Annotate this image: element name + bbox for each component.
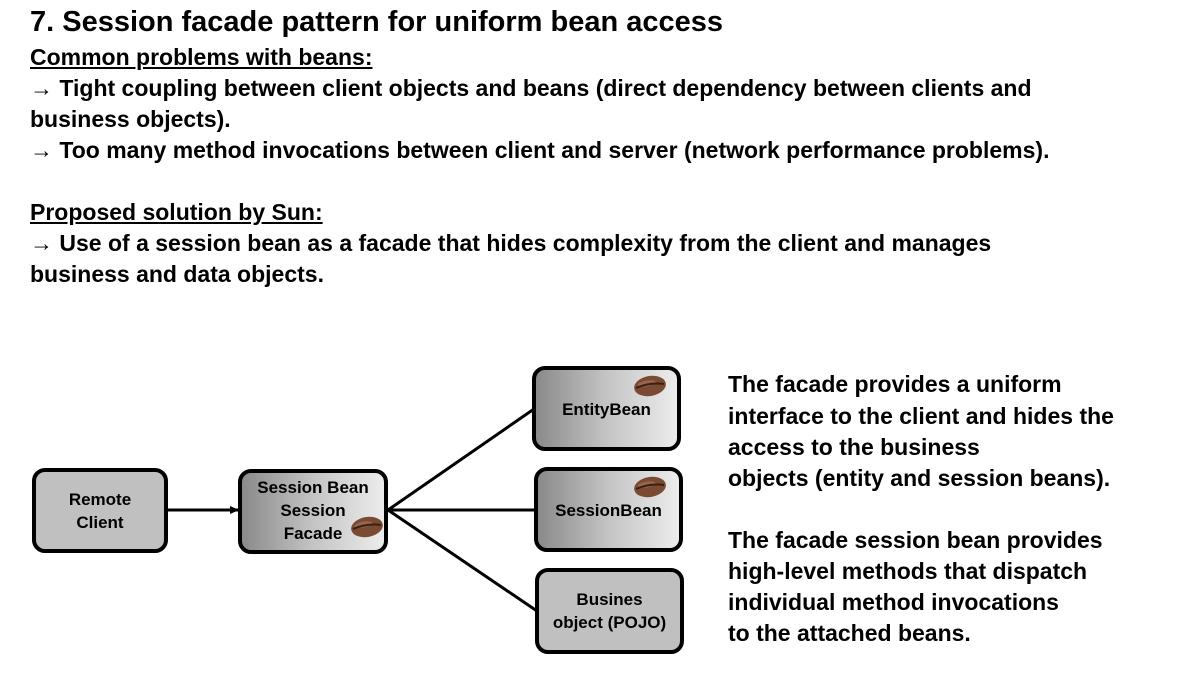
problems-heading: Common problems with beans: bbox=[30, 44, 373, 70]
page-title: 7. Session facade pattern for uniform be… bbox=[30, 6, 724, 38]
problem-line-2: business objects). bbox=[30, 106, 231, 132]
remote-client-label-line-2: Client bbox=[76, 512, 124, 532]
coffee-bean-icon bbox=[634, 476, 666, 498]
description-para2-line-4: to the attached beans. bbox=[728, 620, 971, 646]
description-para1-line-1: The facade provides a uniform bbox=[728, 371, 1062, 397]
facade-label-line-1: Session Bean bbox=[257, 478, 369, 497]
remote-client-box: Remote Client bbox=[32, 468, 168, 553]
description-para2-line-3: individual method invocations bbox=[728, 589, 1059, 615]
session-facade-box: Session Bean Session Facade bbox=[238, 469, 388, 554]
facade-label-line-3: Facade bbox=[283, 524, 343, 543]
description-para1-line-4: objects (entity and session beans). bbox=[728, 465, 1111, 491]
entity-bean-label: EntityBean bbox=[562, 400, 651, 419]
problem-line-3: → Too many method invocations between cl… bbox=[30, 137, 1050, 163]
connector-facade-to-entitybean bbox=[387, 407, 535, 512]
remote-client-label-line-1: Remote bbox=[68, 489, 132, 509]
business-object-label-line-1: Busines bbox=[576, 590, 643, 609]
description-para2-line-2: high-level methods that dispatch bbox=[728, 558, 1088, 584]
description-para1-line-2: interface to the client and hides the bbox=[728, 403, 1114, 429]
description-para1-line-3: access to the business bbox=[728, 434, 980, 460]
problem-line-1: → Tight coupling between client objects … bbox=[30, 75, 1032, 101]
description-para2-line-1: The facade session bean provides bbox=[728, 527, 1103, 553]
coffee-bean-icon bbox=[634, 375, 666, 397]
solution-line-1: → Use of a session bean as a facade that… bbox=[30, 230, 992, 256]
business-object-box: Busines object (POJO) bbox=[535, 568, 684, 654]
connector-facade-to-business-object bbox=[387, 508, 538, 613]
coffee-bean-icon bbox=[351, 516, 383, 538]
facade-label-line-2: Session bbox=[280, 501, 346, 520]
entity-bean-box: EntityBean bbox=[532, 366, 681, 451]
session-bean-label: SessionBean bbox=[555, 501, 662, 520]
solution-line-2: business and data objects. bbox=[30, 261, 324, 287]
business-object-label-line-2: object (POJO) bbox=[552, 613, 667, 632]
solution-heading: Proposed solution by Sun: bbox=[30, 199, 323, 225]
